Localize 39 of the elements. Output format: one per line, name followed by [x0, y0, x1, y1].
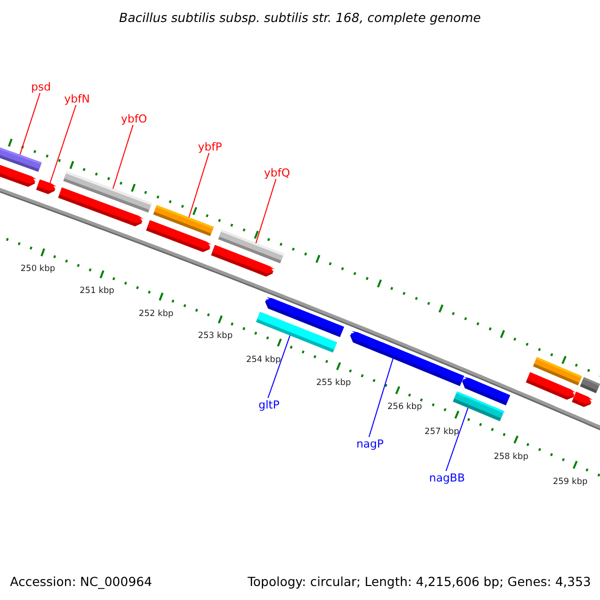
leader-line: [49, 104, 76, 184]
leader-line: [268, 334, 290, 398]
gene-bar: [36, 179, 57, 194]
title: Bacillus subtilis subsp. subtilis str. 168, complete genome: [119, 12, 481, 24]
scale-label: 256 kbp: [387, 402, 422, 412]
gene-label: nagP: [356, 438, 384, 450]
gene-bar: [58, 187, 144, 226]
scale-label: 253 kbp: [198, 332, 233, 341]
scale-label: 251 kbp: [80, 287, 114, 296]
scale-label: 252 kbp: [138, 309, 174, 318]
leader-line: [255, 178, 276, 244]
scale-label: 250 kbp: [20, 265, 56, 274]
gene-bar: [580, 377, 600, 394]
leader-line: [446, 407, 468, 472]
scale-label: 255 kbp: [316, 378, 351, 388]
gene-label: psd: [31, 82, 51, 92]
leader-line: [188, 152, 210, 218]
leader-line: [112, 124, 134, 190]
gene-label: ybfP: [198, 142, 222, 152]
gene-label: ybfQ: [264, 168, 290, 178]
gene-bar: [211, 244, 275, 277]
leader-line: [368, 358, 394, 438]
footer-text: Topology: circular; Length: 4,215,606 bp; Genes: 4,353: [248, 576, 591, 588]
footer-text: Accession: NC_000964: [10, 576, 152, 588]
leader-line: [19, 92, 40, 156]
gene-label: ybfN: [64, 94, 90, 104]
gene-label: gltP: [258, 400, 280, 410]
gene-bar: [572, 392, 593, 408]
gene-label: nagBB: [429, 472, 465, 484]
gene-bar: [146, 220, 212, 252]
gene-bar: [462, 376, 510, 406]
gene-bar: [526, 372, 576, 400]
gene-label: ybfO: [120, 114, 148, 124]
scale-label: 258 kbp: [494, 452, 528, 461]
scale-label: 259 kbp: [552, 478, 588, 486]
scale-label: 254 kbp: [246, 355, 281, 364]
scale-label: 257 kbp: [424, 427, 460, 436]
gene-bar: [265, 297, 344, 338]
gene-bar: [350, 331, 464, 386]
